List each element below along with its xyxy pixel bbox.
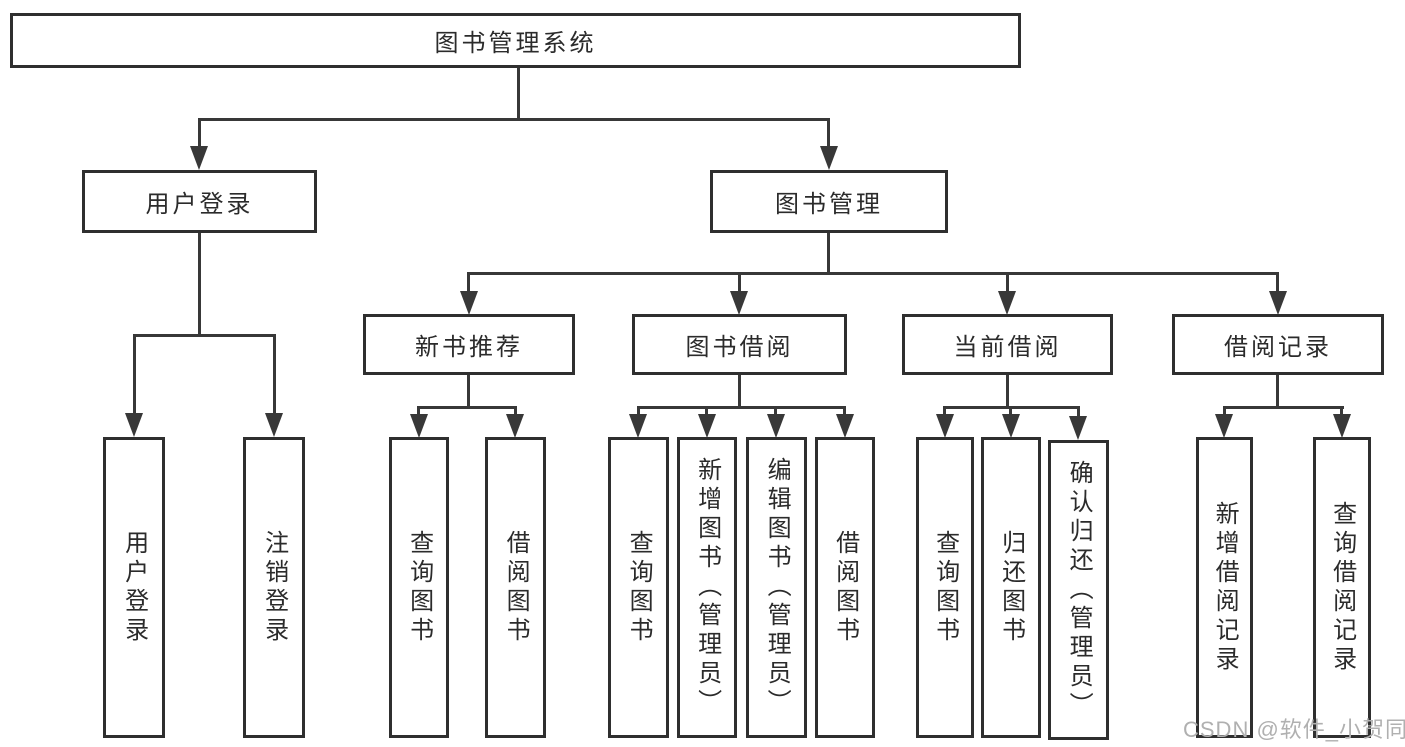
leaf-query-borrow-record-label: 查询借阅记录 (1328, 500, 1356, 675)
connector-g2c0-shaft (943, 406, 946, 416)
connector-root-stem (517, 68, 520, 120)
arrow-down-icon (460, 291, 478, 315)
node-book-borrow-label: 图书借阅 (685, 334, 794, 361)
leaf-confirm-return-admin-label: 确认归还（管理员） (1065, 459, 1093, 721)
leaf-logout: 注销登录 (243, 437, 305, 738)
connector-records-shaft (1276, 272, 1279, 294)
node-root: 图书管理系统 (10, 13, 1021, 68)
connector-g3-rail (1223, 406, 1344, 409)
connector-g0c0-shaft (417, 406, 420, 416)
leaf-borrow-books-1-label: 借阅图书 (502, 529, 530, 646)
connector-userlogin-stem (198, 233, 201, 336)
connector-g0-rail (417, 406, 517, 409)
leaf-borrow-books-1: 借阅图书 (485, 437, 546, 738)
connector-g0c1-shaft (514, 406, 517, 416)
connector-borrow-shaft (738, 272, 741, 294)
arrow-down-icon (506, 414, 524, 438)
arrow-down-icon (998, 291, 1016, 315)
leaf-query-books-1: 查询图书 (389, 437, 449, 738)
connector-bookmgmt-shaft (827, 118, 830, 148)
connector-g3c1-shaft (1340, 406, 1343, 416)
node-current-borrow: 当前借阅 (902, 314, 1113, 375)
leaf-add-books-admin-label: 新增图书（管理员） (693, 457, 721, 718)
leaf-query-borrow-record: 查询借阅记录 (1313, 437, 1371, 738)
connector-logout-shaft (273, 334, 276, 416)
leaf-logout-label: 注销登录 (260, 529, 288, 646)
leaf-query-books-1-label: 查询图书 (405, 529, 433, 646)
connector-g0-stem (467, 375, 470, 408)
arrow-down-icon (125, 413, 143, 437)
connector-g3-stem (1276, 375, 1279, 408)
connector-bookmgmt-stem (827, 233, 830, 274)
arrow-down-icon (1333, 414, 1351, 438)
arrow-down-icon (1269, 291, 1287, 315)
leaf-add-borrow-record: 新增借阅记录 (1196, 437, 1253, 738)
node-book-management-label: 图书管理 (775, 191, 883, 218)
arrow-down-icon (730, 291, 748, 315)
node-user-login-label: 用户登录 (145, 191, 254, 218)
arrow-down-icon (1069, 416, 1087, 440)
node-borrow-records: 借阅记录 (1172, 314, 1384, 375)
connector-level3-rail (467, 272, 1279, 275)
connector-g1c3-shaft (843, 406, 846, 416)
leaf-return-books: 归还图书 (981, 437, 1041, 738)
connector-g1-rail (637, 406, 846, 409)
connector-newbook-shaft (467, 272, 470, 294)
leaf-query-books-3: 查询图书 (916, 437, 974, 738)
connector-g2c1-shaft (1009, 406, 1012, 416)
node-new-book-recommend: 新书推荐 (363, 314, 575, 375)
node-root-label: 图书管理系统 (434, 30, 597, 57)
node-book-management: 图书管理 (710, 170, 948, 233)
node-borrow-records-label: 借阅记录 (1224, 334, 1332, 361)
leaf-add-books-admin: 新增图书（管理员） (677, 437, 737, 738)
connector-level2-rail (198, 118, 830, 121)
connector-g2c2-shaft (1077, 406, 1080, 416)
node-book-borrow: 图书借阅 (632, 314, 847, 375)
connector-current-shaft (1006, 272, 1009, 294)
leaf-query-books-2: 查询图书 (608, 437, 669, 738)
csdn-watermark: CSDN @软件_小贺同学 (1183, 717, 1405, 742)
leaf-edit-books-admin: 编辑图书（管理员） (746, 437, 807, 738)
node-user-login: 用户登录 (82, 170, 317, 233)
arrow-down-icon (1002, 414, 1020, 438)
arrow-down-icon (698, 414, 716, 438)
arrow-down-icon (410, 414, 428, 438)
connector-login-shaft (133, 334, 136, 416)
arrow-down-icon (836, 414, 854, 438)
connector-g2-stem (1006, 375, 1009, 408)
arrow-down-icon (936, 414, 954, 438)
connector-userlogin-shaft (198, 118, 201, 148)
connector-g1c1-shaft (705, 406, 708, 416)
connector-userlogin-rail (133, 334, 276, 337)
leaf-edit-books-admin-label: 编辑图书（管理员） (763, 457, 791, 718)
leaf-borrow-books-2: 借阅图书 (815, 437, 875, 738)
arrow-down-icon (767, 414, 785, 438)
leaf-query-books-2-label: 查询图书 (625, 529, 653, 646)
connector-g3c0-shaft (1223, 406, 1226, 416)
leaf-user-login: 用户登录 (103, 437, 165, 738)
arrow-down-icon (265, 413, 283, 437)
node-current-borrow-label: 当前借阅 (953, 334, 1062, 361)
node-new-book-recommend-label: 新书推荐 (415, 334, 523, 361)
arrow-down-icon (629, 414, 647, 438)
connector-g1c2-shaft (774, 406, 777, 416)
leaf-user-login-label: 用户登录 (120, 529, 148, 646)
connector-g1c0-shaft (637, 406, 640, 416)
arrow-down-icon (820, 146, 838, 170)
leaf-add-borrow-record-label: 新增借阅记录 (1211, 500, 1239, 675)
leaf-borrow-books-2-label: 借阅图书 (831, 529, 859, 646)
arrow-down-icon (190, 146, 208, 170)
leaf-confirm-return-admin: 确认归还（管理员） (1048, 440, 1109, 740)
connector-g1-stem (738, 375, 741, 408)
leaf-return-books-label: 归还图书 (997, 529, 1025, 646)
arrow-down-icon (1215, 414, 1233, 438)
leaf-query-books-3-label: 查询图书 (931, 529, 959, 646)
